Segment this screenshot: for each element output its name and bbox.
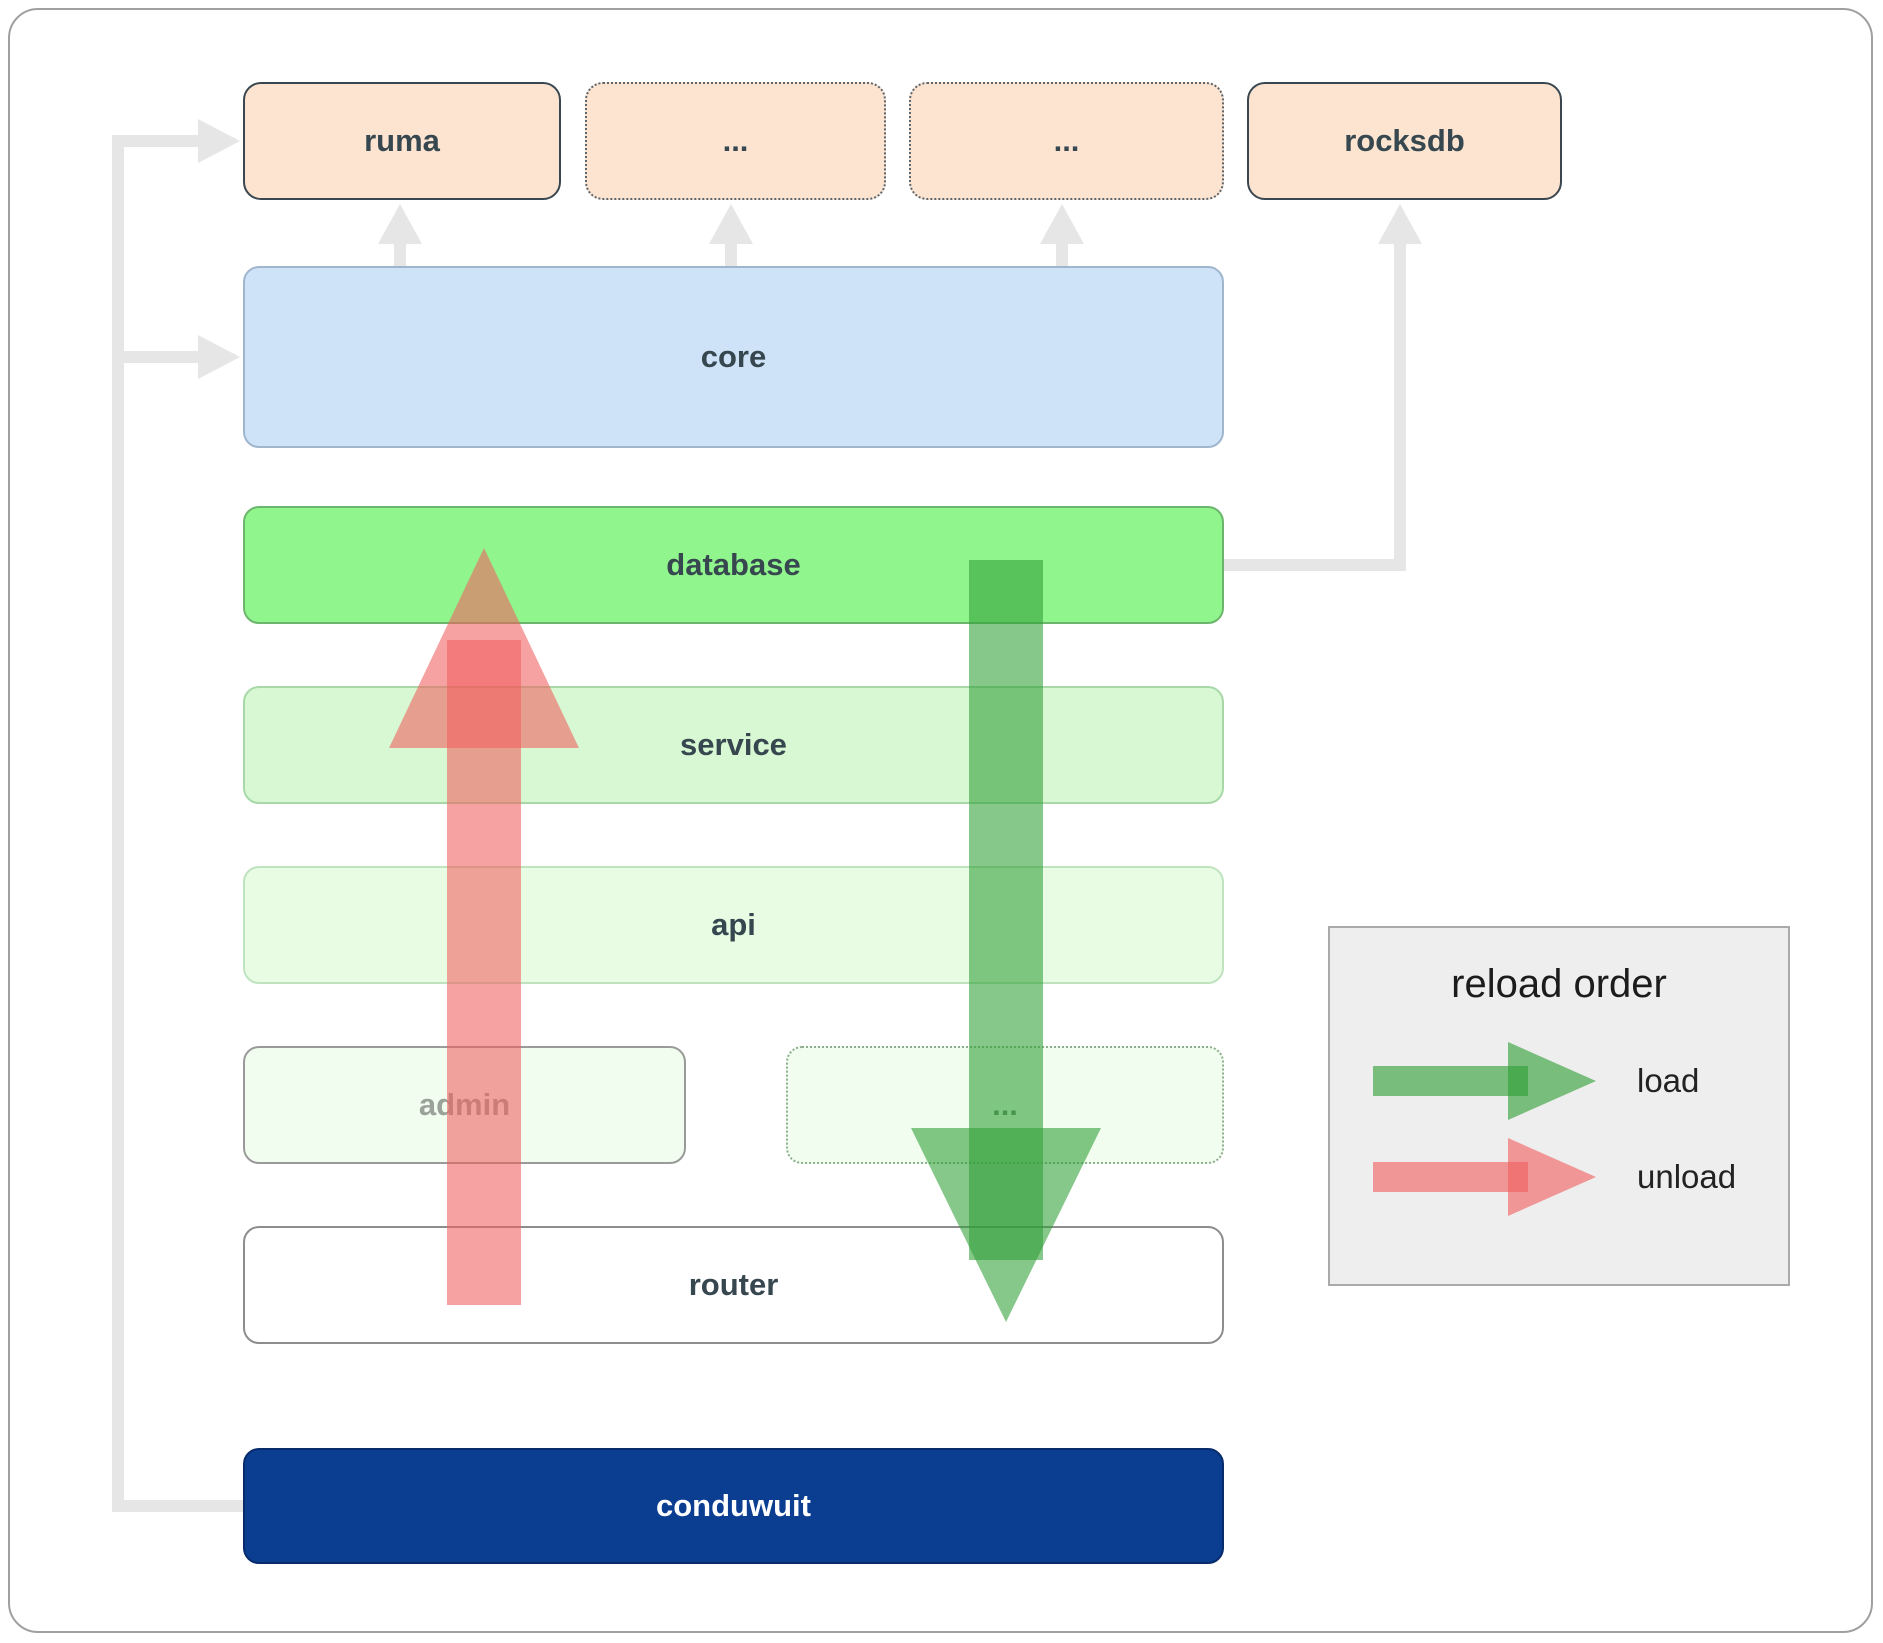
node-database: database — [243, 506, 1224, 624]
node-database-label: database — [666, 547, 801, 582]
node-ellipsis-top-2: ... — [909, 82, 1224, 200]
node-ruma: ruma — [243, 82, 561, 200]
node-ellipsis-top-2-label: ... — [1053, 123, 1080, 158]
node-api-label: api — [711, 907, 756, 942]
legend-title: reload order — [1451, 962, 1667, 1006]
legend-row-unload: unload — [1330, 1129, 1788, 1225]
unload-arrow-icon — [1373, 1138, 1596, 1216]
node-rocksdb-label: rocksdb — [1344, 123, 1465, 158]
node-router-label: router — [688, 1267, 779, 1302]
node-admin: admin — [243, 1046, 686, 1164]
node-conduwuit-label: conduwuit — [656, 1488, 811, 1523]
outer-frame — [8, 8, 1873, 1633]
node-core-label: core — [700, 339, 767, 374]
node-api: api — [243, 866, 1224, 984]
node-ellipsis-top-1: ... — [585, 82, 886, 200]
legend-unload-label: unload — [1637, 1158, 1737, 1195]
legend: reload order load unload — [1328, 926, 1790, 1286]
node-ellipsis-mid-label: ... — [992, 1087, 1018, 1122]
legend-row-load: load — [1330, 1033, 1788, 1129]
node-rocksdb: rocksdb — [1247, 82, 1562, 200]
node-conduwuit: conduwuit — [243, 1448, 1224, 1564]
node-admin-label: admin — [418, 1087, 511, 1122]
node-ruma-label: ruma — [364, 123, 440, 158]
node-ellipsis-top-1-label: ... — [722, 123, 749, 158]
node-ellipsis-mid: ... — [786, 1046, 1224, 1164]
node-service: service — [243, 686, 1224, 804]
load-arrow-icon — [1373, 1042, 1596, 1120]
node-service-label: service — [680, 727, 787, 762]
legend-load-label: load — [1637, 1062, 1700, 1099]
node-core: core — [243, 266, 1224, 448]
node-router: router — [243, 1226, 1224, 1344]
